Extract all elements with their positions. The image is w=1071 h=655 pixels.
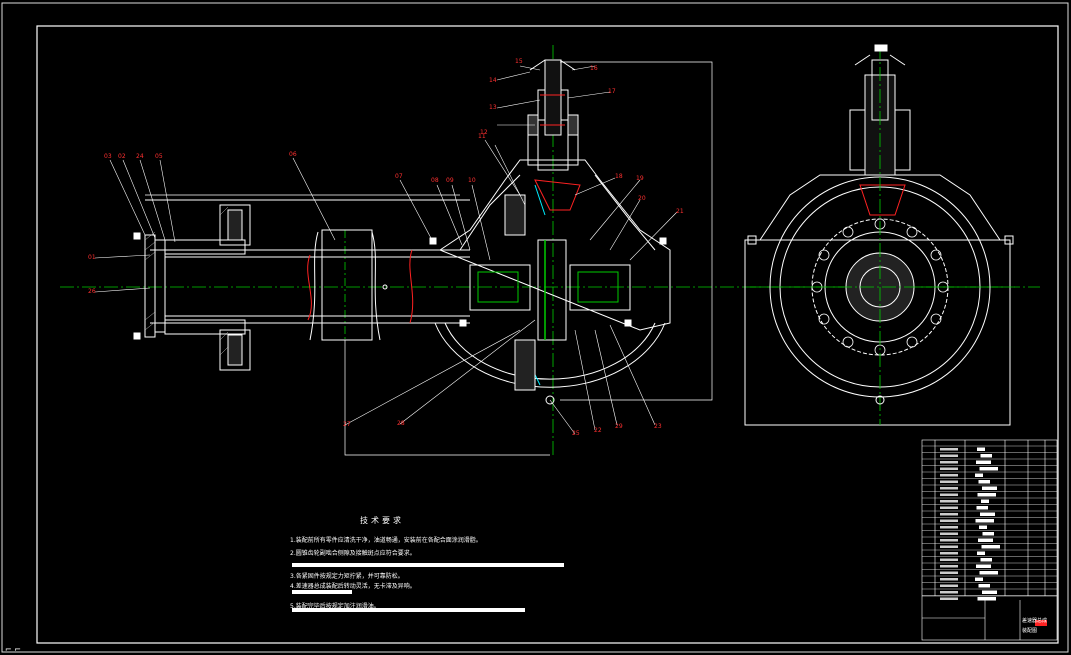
svg-text:10: 10: [468, 177, 476, 184]
svg-text:20: 20: [638, 195, 646, 202]
parts-list-code-fill: [940, 480, 958, 483]
parts-list-cell-fill: [979, 467, 998, 471]
parts-list-code-fill: [940, 526, 958, 529]
parts-list-code-fill: [940, 591, 958, 594]
parts-list-rows: [922, 445, 1057, 596]
parts-list-code-fill: [940, 532, 958, 535]
title-block-name: 差速器总成: [1022, 618, 1048, 624]
parts-list-cell-fill: [980, 454, 992, 458]
parts-list-code-fill: [940, 519, 958, 522]
requirement-line-5: 5.装配完毕后按规定加注润滑油。: [290, 603, 380, 610]
svg-text:15: 15: [515, 58, 523, 65]
parts-list-code-fill: [940, 506, 958, 509]
requirement-line-4: 4.差速器总成装配后转动灵活，无卡滞及异响。: [290, 583, 416, 590]
parts-list-cell-fill: [980, 558, 992, 562]
parts-list-code-fill: [940, 539, 958, 542]
parts-list-code-fill: [940, 571, 958, 574]
parts-list-cell-fill: [981, 545, 1000, 549]
svg-text:07: 07: [395, 173, 403, 180]
parts-list-cell-fill: [976, 506, 988, 510]
parts-list-code-fill: [940, 493, 958, 496]
svg-text:21: 21: [676, 208, 684, 215]
requirement-line-1: 1.装配前所有零件应清洗干净，油道畅通，安装前在各配合面涂润滑脂。: [290, 537, 482, 544]
svg-text:13: 13: [489, 104, 497, 111]
svg-text:12: 12: [480, 129, 488, 136]
svg-text:17: 17: [608, 88, 616, 95]
parts-list-cell-fill: [982, 590, 997, 594]
parts-list-cell-fill: [979, 525, 987, 529]
parts-list-code-fill: [940, 448, 958, 451]
parts-list-code-fill: [940, 578, 958, 581]
parts-list-code-fill: [940, 565, 958, 568]
requirement-bar-2: [292, 590, 352, 594]
parts-list-cell-fill: [978, 538, 993, 542]
parts-list-code-fill: [940, 500, 958, 503]
svg-text:05: 05: [155, 153, 163, 160]
svg-text:23: 23: [654, 423, 662, 430]
parts-list-code-fill: [940, 474, 958, 477]
parts-list-table: [921, 439, 1058, 641]
svg-text:24: 24: [136, 153, 144, 160]
parts-list-cell-fill: [978, 480, 990, 484]
title-block-red-mark: [1035, 620, 1047, 626]
parts-list-fills: [940, 447, 1000, 601]
parts-list-cell-fill: [975, 473, 983, 477]
requirement-bar-1: [292, 563, 564, 567]
svg-text:06: 06: [289, 151, 297, 158]
parts-list-code-fill: [940, 467, 958, 470]
parts-list-code-fill: [940, 461, 958, 464]
svg-text:08: 08: [431, 177, 439, 184]
svg-text:03: 03: [104, 153, 112, 160]
parts-list-code-fill: [940, 597, 958, 600]
parts-list-cell-fill: [976, 460, 991, 464]
parts-list-cell-fill: [976, 564, 991, 568]
svg-text:11: 11: [478, 133, 486, 140]
requirement-line-3: 3.各紧固件按规定力矩拧紧，并可靠防松。: [290, 573, 404, 580]
svg-text:22: 22: [594, 427, 602, 434]
parts-list-cell-fill: [982, 486, 997, 490]
svg-text:01: 01: [88, 254, 96, 261]
parts-list-cell-fill: [979, 571, 998, 575]
svg-text:27: 27: [343, 421, 351, 428]
technical-requirements-title: 技术要求: [360, 516, 404, 525]
parts-list-cell-fill: [980, 512, 995, 516]
parts-list-code-fill: [940, 545, 958, 548]
svg-text:16: 16: [590, 65, 598, 72]
svg-text:18: 18: [615, 173, 623, 180]
drawing-frame: [36, 25, 1059, 644]
parts-list-cell-fill: [982, 532, 994, 536]
requirement-bar-3: [292, 608, 525, 612]
svg-text:29: 29: [615, 423, 623, 430]
parts-list-cell-fill: [975, 519, 994, 523]
side-view: [744, 44, 1015, 426]
svg-text:19: 19: [636, 175, 644, 182]
parts-list-code-fill: [940, 552, 958, 555]
requirement-line-2: 2.圆锥齿轮副啮合侧隙及接触斑点应符合要求。: [290, 550, 416, 557]
parts-list-cell-fill: [977, 447, 985, 451]
parts-list-code-fill: [940, 513, 958, 516]
parts-list-cell-fill: [977, 551, 985, 555]
svg-text:14: 14: [489, 77, 497, 84]
parts-list-cell-fill: [978, 584, 990, 588]
main-section-view: [60, 45, 1040, 456]
svg-text:09: 09: [446, 177, 454, 184]
svg-text:28: 28: [397, 420, 405, 427]
parts-list-cell-fill: [977, 493, 996, 497]
svg-text:26: 26: [88, 288, 96, 295]
callout-leaders: [94, 65, 678, 435]
parts-list-cell-fill: [981, 499, 989, 503]
parts-list-cell-fill: [977, 597, 996, 601]
parts-list-code-fill: [940, 584, 958, 587]
ucs-icon: ⌐ ⌐: [5, 645, 21, 654]
parts-list-code-fill: [940, 558, 958, 561]
parts-list-cell-fill: [975, 577, 983, 581]
svg-text:02: 02: [118, 153, 126, 160]
parts-list-code-fill: [940, 487, 958, 490]
parts-list-code-fill: [940, 454, 958, 457]
svg-text:25: 25: [572, 430, 580, 437]
title-block-code: 装配图: [1022, 628, 1038, 634]
